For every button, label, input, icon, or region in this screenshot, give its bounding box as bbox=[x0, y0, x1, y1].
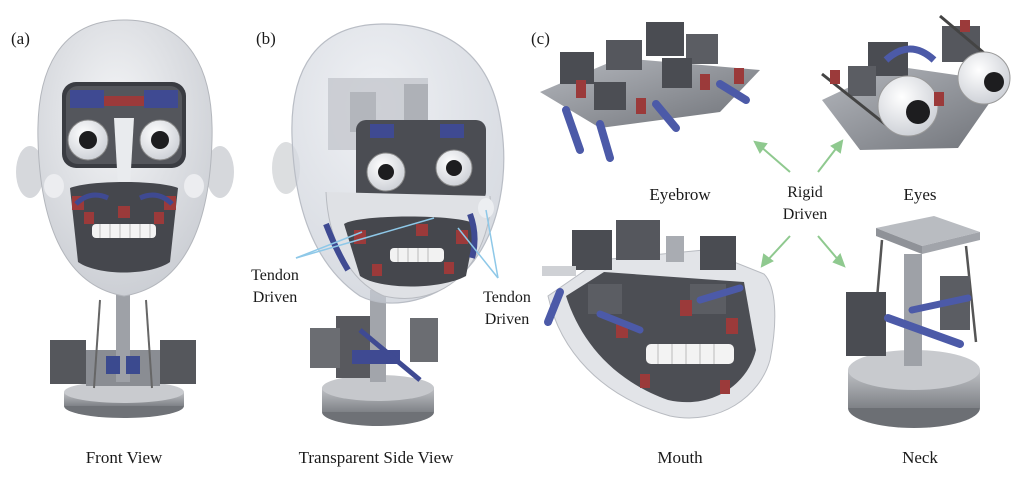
eyebrow-caption: Eyebrow bbox=[649, 185, 711, 204]
rigid-driven-arrows bbox=[753, 139, 846, 268]
tendon-line bbox=[295, 217, 435, 259]
servo-icon bbox=[336, 316, 372, 378]
tendon-left-line2: Driven bbox=[252, 289, 298, 306]
tendon-line bbox=[295, 231, 363, 259]
panel-label-c: (c) bbox=[531, 29, 550, 48]
tendon-right-line1: Tendon bbox=[483, 289, 531, 306]
tendon-driven-label-right: Tendon Driven bbox=[472, 287, 542, 331]
tendon-driven-label-left: Tendon Driven bbox=[240, 265, 310, 309]
neck-caption: Neck bbox=[902, 448, 938, 467]
side-view-caption: Transparent Side View bbox=[298, 448, 454, 467]
front-view-robot bbox=[16, 19, 234, 418]
eyebrow-module bbox=[540, 22, 760, 162]
tendon-line bbox=[485, 209, 499, 279]
tendon-line bbox=[457, 227, 499, 279]
tendon-right-line2: Driven bbox=[484, 311, 530, 328]
neck-module bbox=[846, 216, 980, 428]
eyes-module bbox=[821, 14, 1011, 150]
rigid-driven-label: Rigid Driven bbox=[770, 182, 840, 226]
tendon-left-line1: Tendon bbox=[251, 267, 299, 284]
servo-icon bbox=[50, 340, 86, 384]
eyes-caption: Eyes bbox=[903, 185, 937, 204]
servo-icon bbox=[846, 292, 886, 356]
servo-icon bbox=[160, 340, 196, 384]
side-view-robot bbox=[272, 23, 505, 426]
rigid-line1: Rigid bbox=[787, 184, 823, 201]
panel-label-a: (a) bbox=[11, 29, 30, 48]
panel-label-b: (b) bbox=[256, 29, 276, 48]
mouth-module bbox=[542, 220, 776, 419]
mouth-caption: Mouth bbox=[657, 448, 703, 467]
front-view-caption: Front View bbox=[85, 448, 163, 467]
rigid-line2: Driven bbox=[782, 206, 828, 223]
